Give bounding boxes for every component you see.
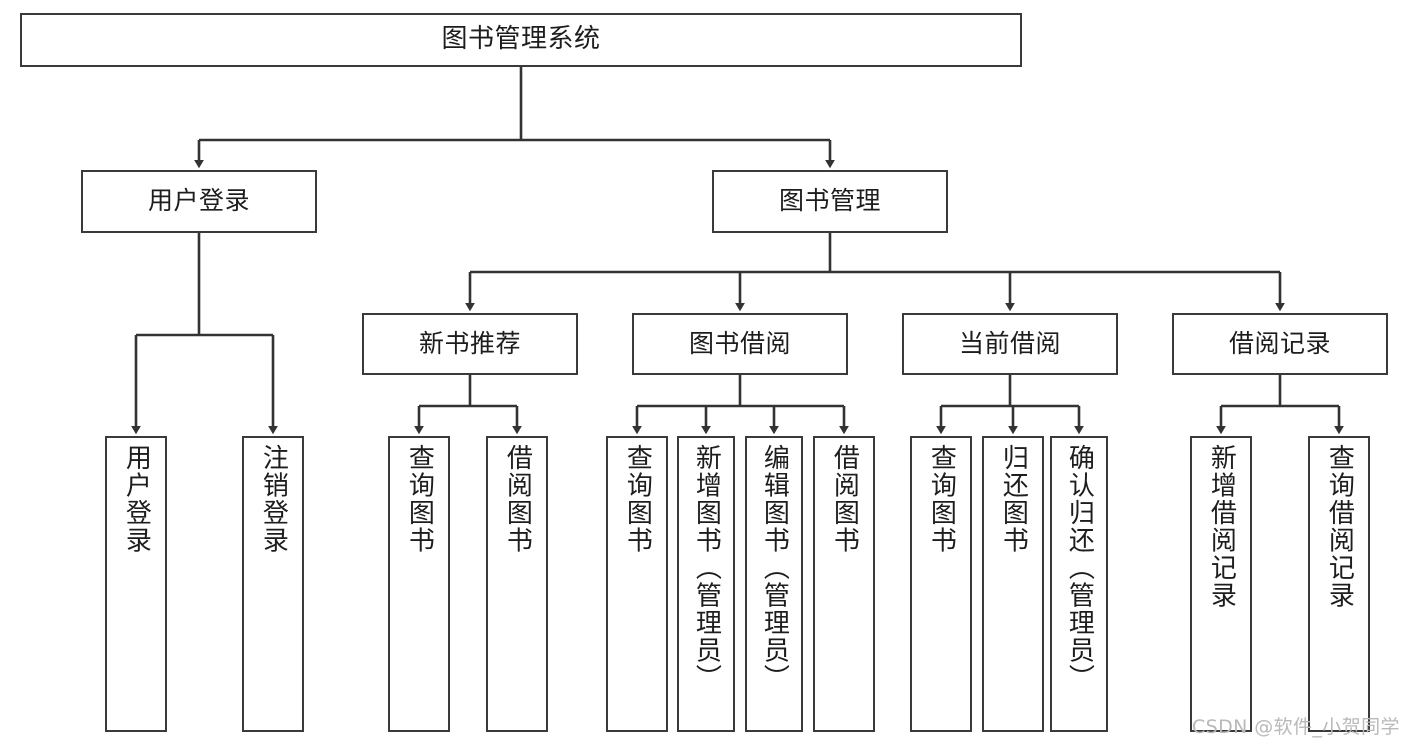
node-label: 查询借阅记录 [1324, 444, 1355, 609]
node-label: 图书管理 [778, 186, 881, 216]
node-label: 借阅图书 [829, 444, 860, 554]
node-book-manage[interactable]: 图书管理 [712, 170, 948, 233]
node-label: 借阅记录 [1228, 328, 1331, 358]
node-label: 用户登录 [121, 444, 152, 554]
node-leaf-cb-return[interactable]: 归还图书 [982, 436, 1044, 732]
node-leaf-user-login[interactable]: 用户登录 [105, 436, 167, 732]
node-book-borrow[interactable]: 图书借阅 [632, 313, 848, 375]
node-leaf-rec-query[interactable]: 查询图书 [388, 436, 450, 732]
node-root[interactable]: 图书管理系统 [20, 13, 1022, 67]
node-leaf-bb-borrow[interactable]: 借阅图书 [813, 436, 875, 732]
node-label: 确认归还（管理员） [1064, 444, 1095, 692]
node-user-login[interactable]: 用户登录 [81, 170, 317, 233]
node-label: 图书管理系统 [441, 24, 601, 55]
node-leaf-bb-query[interactable]: 查询图书 [606, 436, 668, 732]
node-new-book-rec[interactable]: 新书推荐 [362, 313, 578, 375]
node-label: 当前借阅 [958, 328, 1061, 358]
node-label: 新书推荐 [418, 328, 521, 358]
node-label: 归还图书 [998, 444, 1029, 554]
node-current-borrow[interactable]: 当前借阅 [902, 313, 1118, 375]
node-borrow-record[interactable]: 借阅记录 [1172, 313, 1388, 375]
node-leaf-rec-borrow[interactable]: 借阅图书 [486, 436, 548, 732]
node-leaf-br-query[interactable]: 查询借阅记录 [1308, 436, 1370, 732]
node-label: 借阅图书 [502, 444, 533, 554]
node-label: 新增图书（管理员） [691, 444, 722, 692]
node-label: 新增借阅记录 [1206, 444, 1237, 609]
node-leaf-bb-edit[interactable]: 编辑图书（管理员） [745, 436, 803, 732]
node-leaf-user-logout[interactable]: 注销登录 [242, 436, 304, 732]
node-label: 查询图书 [622, 444, 653, 554]
node-label: 编辑图书（管理员） [759, 444, 790, 692]
node-label: 注销登录 [258, 444, 289, 554]
watermark: CSDN @软件_小贺同学 [1192, 716, 1400, 738]
node-leaf-cb-confirm[interactable]: 确认归还（管理员） [1050, 436, 1108, 732]
node-label: 查询图书 [404, 444, 435, 554]
node-label: 图书借阅 [688, 328, 791, 358]
node-label: 查询图书 [926, 444, 957, 554]
node-leaf-bb-add[interactable]: 新增图书（管理员） [677, 436, 735, 732]
node-leaf-cb-query[interactable]: 查询图书 [910, 436, 972, 732]
node-label: 用户登录 [147, 186, 250, 216]
node-leaf-br-add[interactable]: 新增借阅记录 [1190, 436, 1252, 732]
